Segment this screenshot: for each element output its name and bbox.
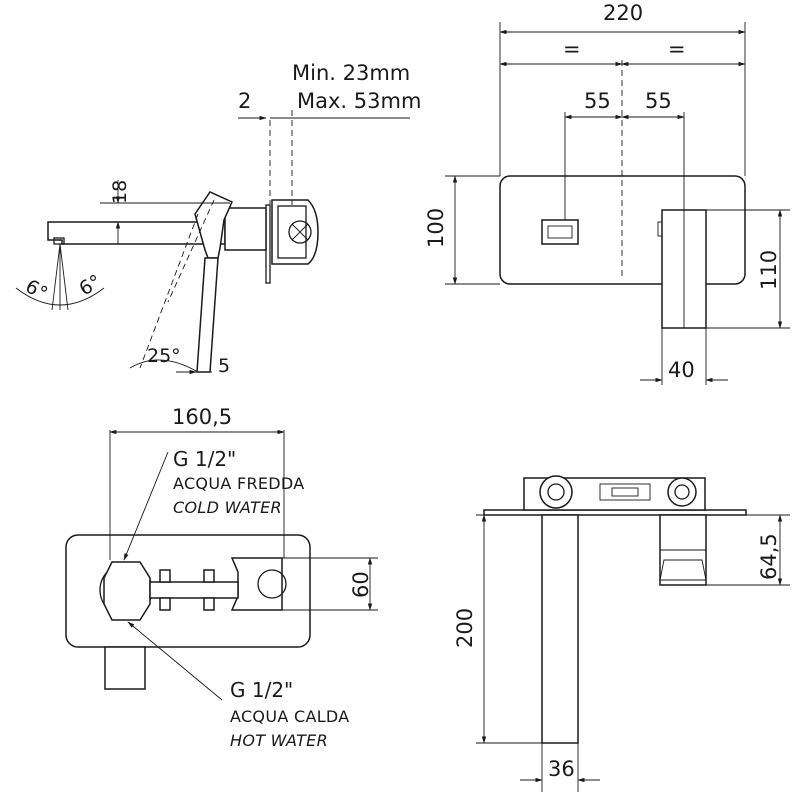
dim-plate-thickness: 2: [238, 89, 251, 113]
dim-spout-length: 200: [453, 608, 477, 648]
dim-max-thickness: Max. 53mm: [297, 89, 421, 113]
lever-stem: [196, 257, 219, 373]
lever-stub: [104, 646, 146, 690]
aerator: [53, 237, 65, 245]
cold-label-it: ACQUA FREDDA: [173, 474, 305, 493]
back-view: 160,5 60 G 1/2" ACQUA FREDDA COLD WATER …: [65, 405, 378, 750]
dim-back-height: 60: [349, 571, 373, 598]
front-view: 220 = = 55 55 100 110 40: [424, 1, 790, 385]
hot-inlet: [230, 557, 283, 611]
dim-min-thickness: Min. 23mm: [292, 61, 410, 85]
dim-total-width: 220: [603, 1, 643, 25]
dim-spout-height: 18: [109, 180, 131, 204]
spout-front: [541, 219, 579, 245]
dim-lever-width: 40: [668, 358, 695, 382]
mixer-body: [224, 207, 267, 251]
angle-lever: 25°: [147, 345, 181, 367]
angle-right: 6°: [76, 270, 106, 300]
cold-inlet: [103, 561, 151, 621]
dim-equal-right: =: [668, 37, 686, 61]
dim-offset-left: 55: [584, 89, 611, 113]
hot-thread: G 1/2": [230, 678, 293, 702]
angle-left: 6°: [22, 275, 52, 305]
hot-label-it: ACQUA CALDA: [230, 707, 350, 726]
dim-spout-width: 36: [548, 757, 575, 781]
cold-thread: G 1/2": [173, 447, 236, 471]
lever: [194, 191, 233, 259]
top-view: 200 36 64,5: [453, 475, 790, 792]
dim-lever-thickness: 5: [218, 355, 230, 377]
cold-label-en: COLD WATER: [173, 498, 282, 517]
dim-equal-left: =: [563, 37, 581, 61]
dim-plate-height: 100: [424, 208, 448, 248]
dim-lever-height: 110: [757, 250, 781, 290]
dim-back-length: 160,5: [172, 405, 232, 429]
top-spout: [541, 514, 579, 744]
front-plate: [499, 175, 746, 285]
side-view: 2 Min. 23mm Max. 53mm 18 6° 6° 25° 5: [15, 61, 421, 377]
dim-body-depth: 64,5: [757, 533, 781, 580]
hot-label-en: HOT WATER: [230, 731, 328, 750]
dim-offset-right: 55: [645, 89, 672, 113]
